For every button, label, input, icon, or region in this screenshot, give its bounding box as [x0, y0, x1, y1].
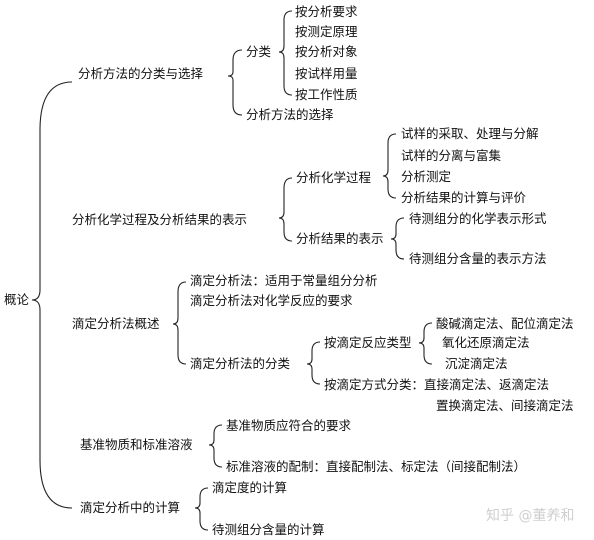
s4-item: 基准物质应符合的要求 — [226, 418, 352, 433]
s2-label: 分析化学过程及分析结果的表示 — [72, 212, 248, 227]
classify-item: 按分析要求 — [295, 4, 358, 19]
classify-bracket — [278, 10, 293, 96]
reaction-item: 酸碱滴定法、配位滴定法 — [436, 316, 574, 331]
process-item: 分析测定 — [401, 169, 452, 184]
reaction-bracket — [418, 322, 433, 365]
classify-item: 按工作性质 — [295, 87, 358, 102]
classify-item: 按测定原理 — [295, 24, 358, 39]
s3-definition: 滴定分析法：适用于常量组分分析 — [190, 273, 378, 288]
reaction-item: 氧化还原滴定法 — [442, 335, 530, 350]
process-item: 试样的分离与富集 — [401, 148, 502, 163]
s3-cls-label: 滴定分析法的分类 — [190, 356, 291, 371]
classify-item: 按试样用量 — [295, 66, 358, 81]
result-item: 待测组分的化学表示形式 — [409, 211, 547, 226]
result-item: 待测组分含量的表示方法 — [409, 251, 547, 266]
s5-bracket — [194, 487, 209, 531]
process-item: 试样的采取、处理与分解 — [401, 126, 539, 141]
by-reaction-label: 按滴定反应类型 — [324, 335, 412, 350]
cls-bracket — [306, 341, 321, 385]
root-node: 概论 — [4, 292, 30, 307]
s3-bracket — [172, 281, 187, 365]
by-mode-line2: 置换滴定法、间接滴定法 — [436, 398, 574, 413]
s3-requirements: 滴定分析法对化学反应的要求 — [190, 293, 353, 308]
s1-classify-label: 分类 — [246, 44, 272, 59]
root-bracket — [31, 81, 73, 509]
classify-item: 按分析对象 — [295, 44, 358, 59]
s4-bracket — [208, 424, 223, 468]
reaction-item: 沉淀滴定法 — [445, 356, 508, 371]
s2-bracket — [278, 177, 293, 242]
s5-item: 待测组分含量的计算 — [212, 522, 325, 537]
watermark: 知乎 @董养和 — [486, 508, 575, 524]
result-bracket — [390, 217, 405, 260]
s2-process-label: 分析化学过程 — [296, 170, 372, 185]
by-mode-label: 按滴定方式分类：直接滴定法、返滴定法 — [324, 377, 550, 392]
s1-select: 分析方法的选择 — [246, 107, 334, 122]
s1-label: 分析方法的分类与选择 — [78, 66, 204, 81]
s3-label: 滴定分析法概述 — [72, 316, 160, 331]
s5-label: 滴定分析中的计算 — [80, 500, 181, 515]
process-bracket — [382, 133, 397, 199]
process-item: 分析结果的计算与评价 — [401, 190, 527, 205]
s2-result-label: 分析结果的表示 — [296, 231, 384, 246]
s4-label: 基准物质和标准溶液 — [80, 437, 193, 452]
s5-item: 滴定度的计算 — [212, 480, 288, 495]
s4-item: 标准溶液的配制：直接配制法、标定法（间接配制法） — [226, 459, 527, 474]
s1-bracket — [227, 49, 243, 116]
